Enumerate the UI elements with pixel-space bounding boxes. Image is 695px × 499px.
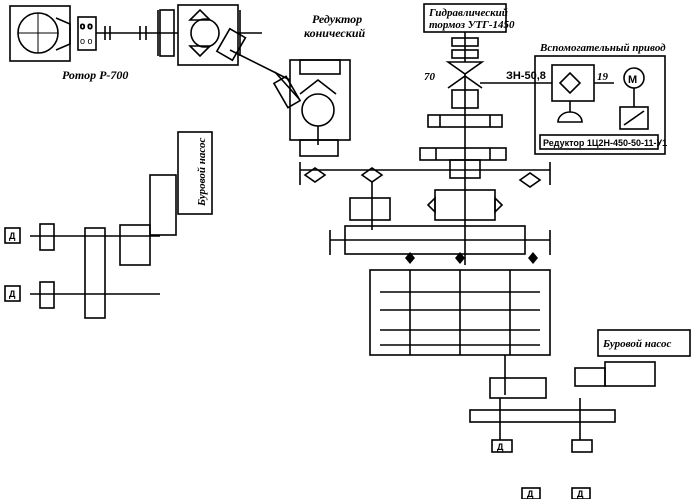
top-transmission bbox=[150, 4, 291, 81]
motor-m-label: M bbox=[628, 74, 637, 86]
bevel-gearbox-label-2: конический bbox=[304, 26, 366, 40]
pos-70-label: 70 bbox=[424, 71, 436, 83]
rotor-assembly: о о о о Ротор Р-700 bbox=[9, 5, 150, 82]
aux-gearbox-label: Редуктор 1Ц2Н-450-50-11-У1 bbox=[543, 138, 667, 148]
engine-label-r2: Д bbox=[527, 489, 534, 499]
mud-pump-right: Буровой насос Д Д Д bbox=[469, 329, 691, 499]
brake-label-2: тормоз УТГ-1450 bbox=[429, 19, 515, 31]
bevel-gearbox-label-1: Редуктор bbox=[312, 12, 362, 26]
engine-label-r1: Д bbox=[497, 442, 504, 452]
transmission-box bbox=[369, 269, 551, 356]
mud-pump-right-label: Буровой насос bbox=[602, 338, 671, 350]
svg-text:о о: о о bbox=[80, 21, 93, 31]
pos-19-label: 19 bbox=[597, 71, 609, 83]
mud-pump-left: Буровой насос Д Д bbox=[4, 131, 213, 319]
engine-label-l1: Д bbox=[9, 231, 16, 241]
clutch-ratio-label: ЗН-50,8 bbox=[506, 70, 546, 82]
svg-text:о о: о о bbox=[80, 36, 93, 46]
hydraulic-brake: Гидравлический тормоз УТГ-1450 bbox=[423, 3, 515, 75]
drawworks bbox=[299, 74, 551, 265]
auxiliary-drive: Вспомогательный привод Редуктор 1Ц2Н-450… bbox=[424, 42, 667, 155]
aux-drive-label: Вспомогательный привод bbox=[539, 42, 666, 54]
brake-label-1: Гидравлический bbox=[428, 7, 508, 19]
engine-label-r3: Д bbox=[577, 489, 584, 499]
engine-label-l2: Д bbox=[9, 289, 16, 299]
mud-pump-left-label: Буровой насос bbox=[196, 138, 208, 207]
bevel-gearbox: Редуктор конический bbox=[272, 12, 366, 157]
rotor-label: Ротор Р-700 bbox=[62, 68, 128, 82]
